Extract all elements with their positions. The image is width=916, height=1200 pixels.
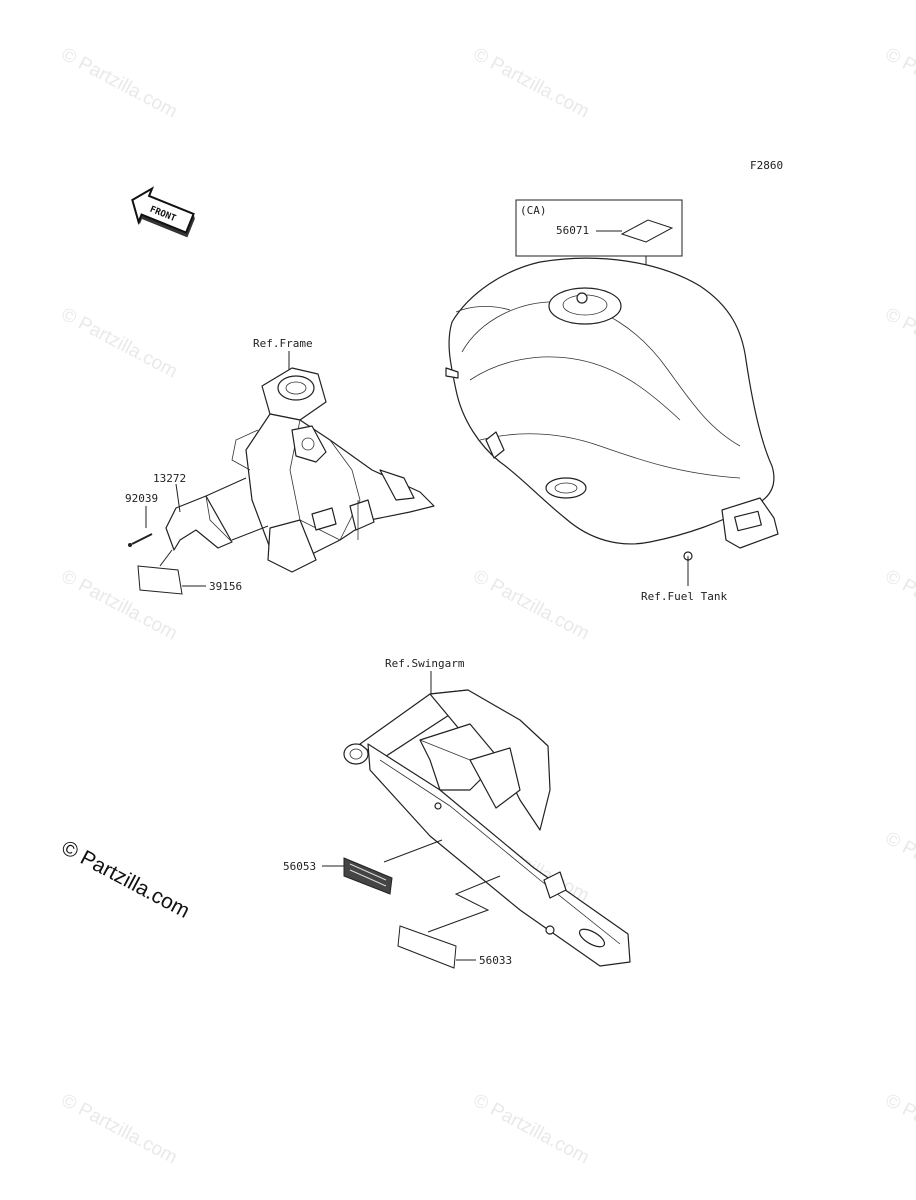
label-56033: 56033 [397,875,512,969]
frame-group: Ref.Frame [125,337,435,595]
watermark: © Partzilla.com [470,44,593,123]
front-direction-arrow: FRONT [131,186,195,238]
watermark: © Partzilla.com [58,304,181,383]
watermark: © Partzilla.com [470,1090,593,1169]
partzilla-watermark: © Partzilla.com [58,836,194,923]
frame [231,367,435,573]
ref-fuel-tank-label: Ref.Fuel Tank [641,590,727,603]
label-56053: 56053 [283,839,443,895]
watermark: © Partzilla.com [58,1090,181,1169]
bracket-13272: 13272 [153,472,269,551]
watermark: © Partzilla.com [882,304,916,383]
watermark: © Partzilla.com [58,44,181,123]
clip-92039: 92039 [125,492,158,547]
part-number-92039: 92039 [125,492,158,505]
ca-callout-tag: (CA) [520,204,547,217]
watermark: © Partzilla.com [882,566,916,645]
label-39156: 39156 [137,549,242,595]
part-number-56033: 56033 [479,954,512,967]
fuel-tank-group: (CA) 56071 Ref [445,199,779,603]
part-number-56071: 56071 [556,224,589,237]
ref-frame-label: Ref.Frame [253,337,313,350]
watermark: © Partzilla.com [882,828,916,907]
watermark: © Partzilla.com [470,566,593,645]
ref-swingarm-label: Ref.Swingarm [385,657,465,670]
fuel-tank [445,257,779,561]
figure-code: F2860 [750,159,783,172]
part-number-13272: 13272 [153,472,186,485]
swingarm-group: Ref.Swingarm [283,657,631,969]
part-number-56053: 56053 [283,860,316,873]
watermark: © Partzilla.com [882,44,916,123]
label-56071: 56071 [556,219,674,243]
part-number-39156: 39156 [209,580,242,593]
watermark: © Partzilla.com [882,1090,916,1169]
swingarm [343,689,631,967]
